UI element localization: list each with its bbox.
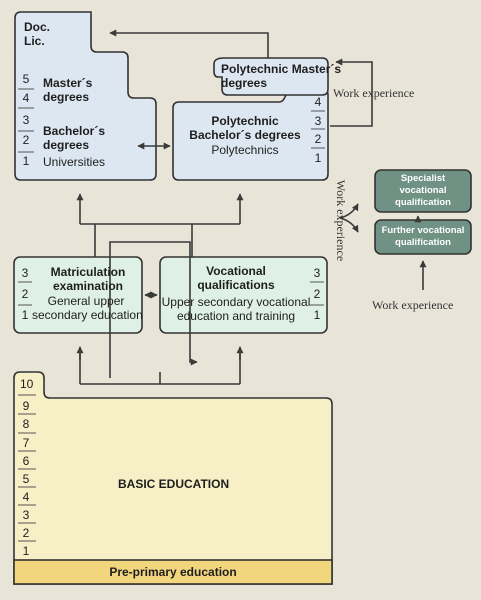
arrow-poly-to-uni-masters bbox=[109, 29, 269, 58]
polytechnics-year-1: 1 bbox=[314, 151, 322, 165]
vocational-year-3: 3 bbox=[313, 266, 321, 280]
vocational-year-1: 1 bbox=[313, 308, 321, 322]
grade-dividers bbox=[18, 88, 325, 542]
work-experience-label-vertical: Work experience bbox=[334, 179, 349, 262]
vocational-upper-secondary-box bbox=[159, 256, 328, 334]
arrow-to-specialist bbox=[339, 203, 359, 219]
universities-institution-label: Universities bbox=[43, 155, 106, 169]
boxes bbox=[13, 11, 472, 585]
basic-education-box bbox=[13, 371, 333, 585]
arrow-basic-to-secondary-connector bbox=[79, 347, 241, 385]
polytechnic-masters-box bbox=[213, 57, 329, 96]
general-year-2: 2 bbox=[21, 287, 29, 301]
general-year-1: 1 bbox=[21, 308, 29, 322]
polytechnics-year-3: 3 bbox=[314, 114, 322, 128]
vocational-year-2: 2 bbox=[313, 287, 321, 301]
doctoral-label: Doc.Lic. bbox=[24, 20, 51, 48]
work-experience-label-top: Work experience bbox=[333, 86, 415, 100]
arrow-to-further bbox=[339, 217, 359, 233]
universities-year-2: 2 bbox=[22, 133, 30, 147]
work-experience-label-bottom: Work experience bbox=[372, 298, 454, 312]
arrow-secondary-to-higher-connector bbox=[80, 223, 240, 257]
grade-4: 4 bbox=[22, 490, 30, 504]
polytechnics-year-2: 2 bbox=[314, 132, 322, 146]
grade-9: 9 bbox=[22, 399, 30, 413]
pre-primary-bar bbox=[13, 559, 333, 585]
pre-primary-label: Pre-primary education bbox=[109, 565, 237, 579]
grade-6: 6 bbox=[22, 454, 30, 468]
universities-year-3: 3 bbox=[22, 113, 30, 127]
specialist-vocational-box bbox=[374, 169, 472, 213]
polytechnics-box bbox=[172, 88, 329, 181]
universities-year-4: 4 bbox=[22, 91, 30, 105]
polytechnics-year-4: 4 bbox=[314, 95, 322, 109]
further-vocational-box bbox=[374, 219, 472, 255]
arrow-general-cross-to-vocational bbox=[109, 241, 198, 378]
universities-box bbox=[14, 11, 157, 181]
grade-10: 10 bbox=[20, 377, 34, 391]
universities-year-1: 1 bbox=[22, 154, 30, 168]
arrow-work-experience-to-poly-masters bbox=[330, 58, 373, 127]
grade-8: 8 bbox=[22, 417, 30, 431]
grade-7: 7 bbox=[22, 436, 30, 450]
grade-2: 2 bbox=[22, 526, 30, 540]
arrows bbox=[76, 29, 427, 385]
grade-3: 3 bbox=[22, 508, 30, 522]
basic-education-label: BASIC EDUCATION bbox=[118, 477, 230, 491]
grade-1: 1 bbox=[22, 544, 30, 558]
grade-5: 5 bbox=[22, 472, 30, 486]
universities-year-5: 5 bbox=[22, 72, 30, 86]
general-year-3: 3 bbox=[21, 266, 29, 280]
polytechnics-institution-label: Polytechnics bbox=[211, 143, 279, 157]
